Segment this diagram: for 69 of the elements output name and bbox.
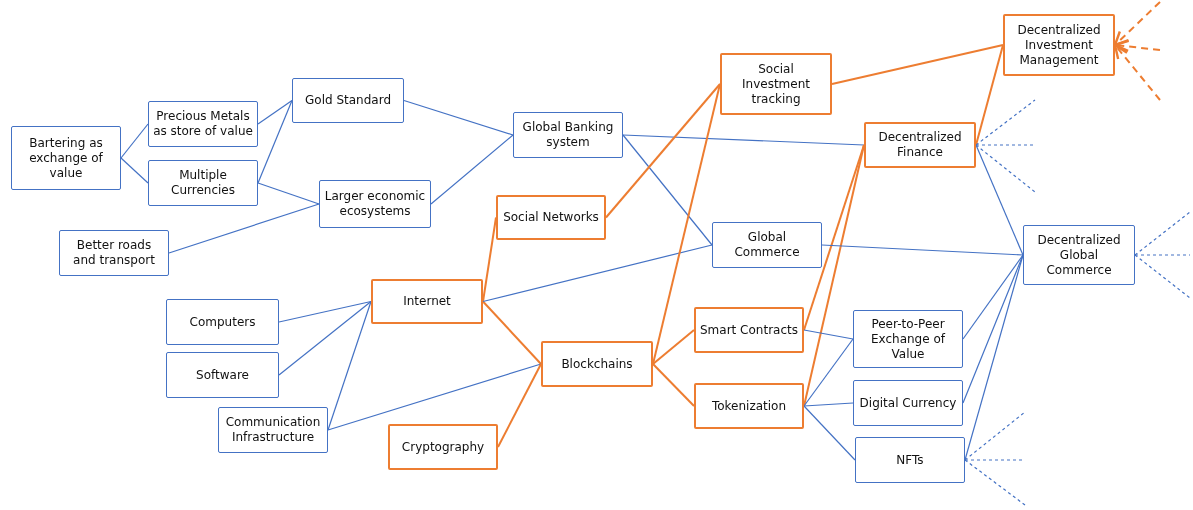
connector-line (1134, 211, 1191, 256)
connector-line (975, 144, 1024, 256)
connector-line (482, 244, 713, 303)
connector-line (622, 134, 713, 246)
connector-line (482, 216, 497, 303)
connector-line (430, 134, 514, 205)
connector-line (975, 144, 1036, 146)
concept-box: NFTs (855, 437, 965, 483)
concept-box: Communication Infrastructure (218, 407, 328, 453)
concept-box: Social Networks (496, 195, 606, 240)
connector-line (168, 203, 320, 254)
concept-box: Precious Metals as store of value (148, 101, 258, 147)
connector-line (403, 99, 514, 136)
concept-box: Decentralized Global Commerce (1023, 225, 1135, 285)
connector-line (622, 134, 865, 146)
connector-line (120, 157, 149, 184)
concept-box: Software (166, 352, 279, 398)
connector-line (327, 363, 542, 431)
connector-line (803, 144, 865, 331)
connector-line (257, 182, 320, 205)
connector-line (821, 244, 1024, 256)
concept-box: Bartering as exchange of value (11, 126, 121, 190)
concept-box: Gold Standard (292, 78, 404, 123)
connector-line (975, 144, 1036, 193)
concept-box: Larger economic ecosystems (319, 180, 431, 228)
concept-box: Social Investment tracking (720, 53, 832, 115)
connector-line (327, 300, 372, 431)
connector-line (975, 44, 1004, 146)
arrow (1113, 1, 1161, 47)
arrow (1113, 38, 1161, 54)
concept-box: Tokenization (694, 383, 804, 429)
connector-line (257, 99, 293, 184)
concept-box: Decentralized Investment Management (1003, 14, 1115, 76)
connector-line (803, 402, 854, 407)
connector-line (497, 363, 542, 448)
connector-line (803, 329, 854, 340)
connector-line (120, 123, 149, 159)
concept-box: Peer-to-Peer Exchange of Value (853, 310, 963, 368)
connector-line (605, 83, 721, 219)
connector-line (803, 405, 856, 461)
connector-line (803, 144, 865, 407)
concept-box: Cryptography (388, 424, 498, 470)
connector-line (1134, 254, 1191, 299)
connector-line (652, 363, 695, 407)
connector-line (257, 99, 293, 125)
concept-box: Smart Contracts (694, 307, 804, 353)
arrow (1113, 43, 1161, 101)
concept-box: Computers (166, 299, 279, 345)
concept-box: Internet (371, 279, 483, 324)
concept-box: Blockchains (541, 341, 653, 387)
concept-box: Better roads and transport (59, 230, 169, 276)
concept-box: Global Banking system (513, 112, 623, 158)
connector-line (482, 300, 542, 365)
connector-line (803, 338, 854, 407)
connector-line (652, 329, 695, 365)
connector-line (831, 44, 1004, 85)
connector-line (278, 300, 372, 323)
connector-line (278, 300, 372, 376)
connector-line (964, 411, 1026, 461)
connector-line (964, 459, 1026, 506)
connector-line (652, 83, 721, 365)
concept-box: Decentralized Finance (864, 122, 976, 168)
connector-line (962, 254, 1024, 404)
concept-box: Digital Currency (853, 380, 963, 426)
connector-line (962, 254, 1024, 340)
concept-box: Multiple Currencies (148, 160, 258, 206)
connector-line (1134, 254, 1191, 256)
concept-box: Global Commerce (712, 222, 822, 268)
connector-line (975, 99, 1036, 146)
